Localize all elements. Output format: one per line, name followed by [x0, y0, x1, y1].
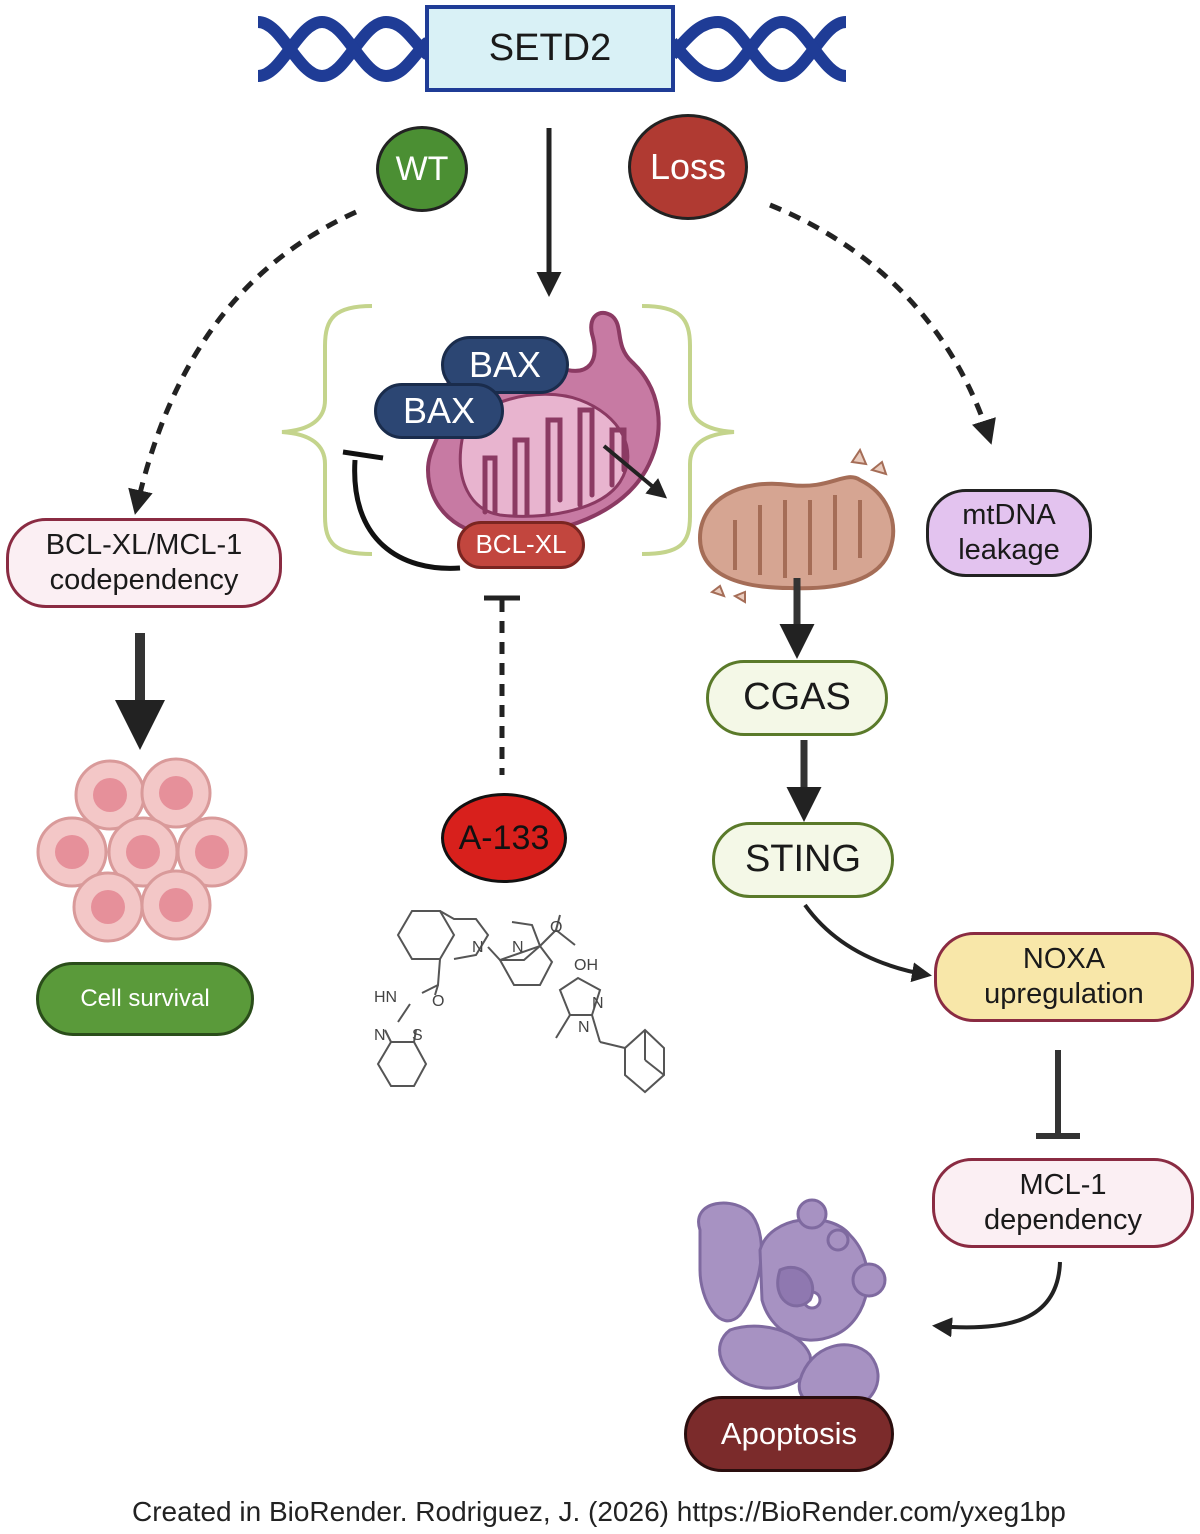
dna-helix-icon [256, 15, 848, 83]
a133-badge: A-133 [441, 793, 567, 883]
atom-n: N [374, 1027, 386, 1044]
loss-dashed-arrow [769, 202, 996, 445]
setd2-label: SETD2 [488, 26, 612, 69]
mcl1-line2: dependency [983, 1204, 1143, 1236]
mtdna-line2: leakage [958, 534, 1060, 566]
mtdna-leakage-box: mtDNA leakage [926, 489, 1092, 577]
mcl1-line1: MCL-1 [1019, 1169, 1107, 1202]
atom-n: N [592, 995, 604, 1012]
bclxl-inhibits-bax [352, 459, 461, 571]
left-bracket [281, 304, 373, 556]
loss-badge: Loss [628, 114, 748, 220]
atom-o: O [432, 993, 444, 1010]
mcl1-to-apoptosis-arrow [932, 1261, 1062, 1338]
wt-badge: WT [376, 126, 468, 212]
bax-bottom-label: BAX [374, 383, 504, 439]
sting-to-noxa-arrow [803, 903, 932, 983]
setd2-box [425, 5, 675, 92]
cgas-box: CGAS [706, 660, 888, 736]
atom-hn: HN [374, 989, 397, 1006]
apoptotic-cell-icon [697, 1198, 887, 1412]
atom-n: N [512, 939, 524, 956]
chemical-atom-labels: N N O OH HN O N S N N [374, 919, 604, 1044]
codependency-line1: BCL-XL/MCL-1 [45, 529, 243, 562]
atom-o: O [550, 919, 562, 936]
mcl1-dependency-box: MCL-1 dependency [932, 1158, 1194, 1248]
noxa-line2: upregulation [984, 978, 1144, 1010]
chemical-structure-icon [376, 910, 665, 1094]
atom-n: N [472, 939, 484, 956]
damaged-mitochondrion-icon [697, 447, 896, 604]
bclxl-label: BCL-XL [457, 521, 585, 569]
atom-n: N [578, 1019, 590, 1036]
apoptosis-box: Apoptosis [684, 1396, 894, 1472]
atom-s: S [412, 1027, 423, 1044]
sting-box: STING [712, 822, 894, 898]
noxa-box: NOXA upregulation [934, 932, 1194, 1022]
cell-survival-box: Cell survival [36, 962, 254, 1036]
cell-cluster-icon [36, 757, 248, 943]
biorender-credit: Created in BioRender. Rodriguez, J. (202… [132, 1496, 1066, 1527]
codependency-line2: codependency [49, 564, 239, 596]
wt-dashed-arrow [128, 209, 358, 515]
codependency-box: BCL-XL/MCL-1 codependency [6, 518, 282, 608]
mtdna-line1: mtDNA [962, 499, 1056, 532]
right-bracket [641, 304, 735, 556]
mito-to-damaged-arrow [602, 444, 668, 499]
noxa-line1: NOXA [1022, 943, 1106, 976]
atom-oh: OH [574, 957, 598, 974]
